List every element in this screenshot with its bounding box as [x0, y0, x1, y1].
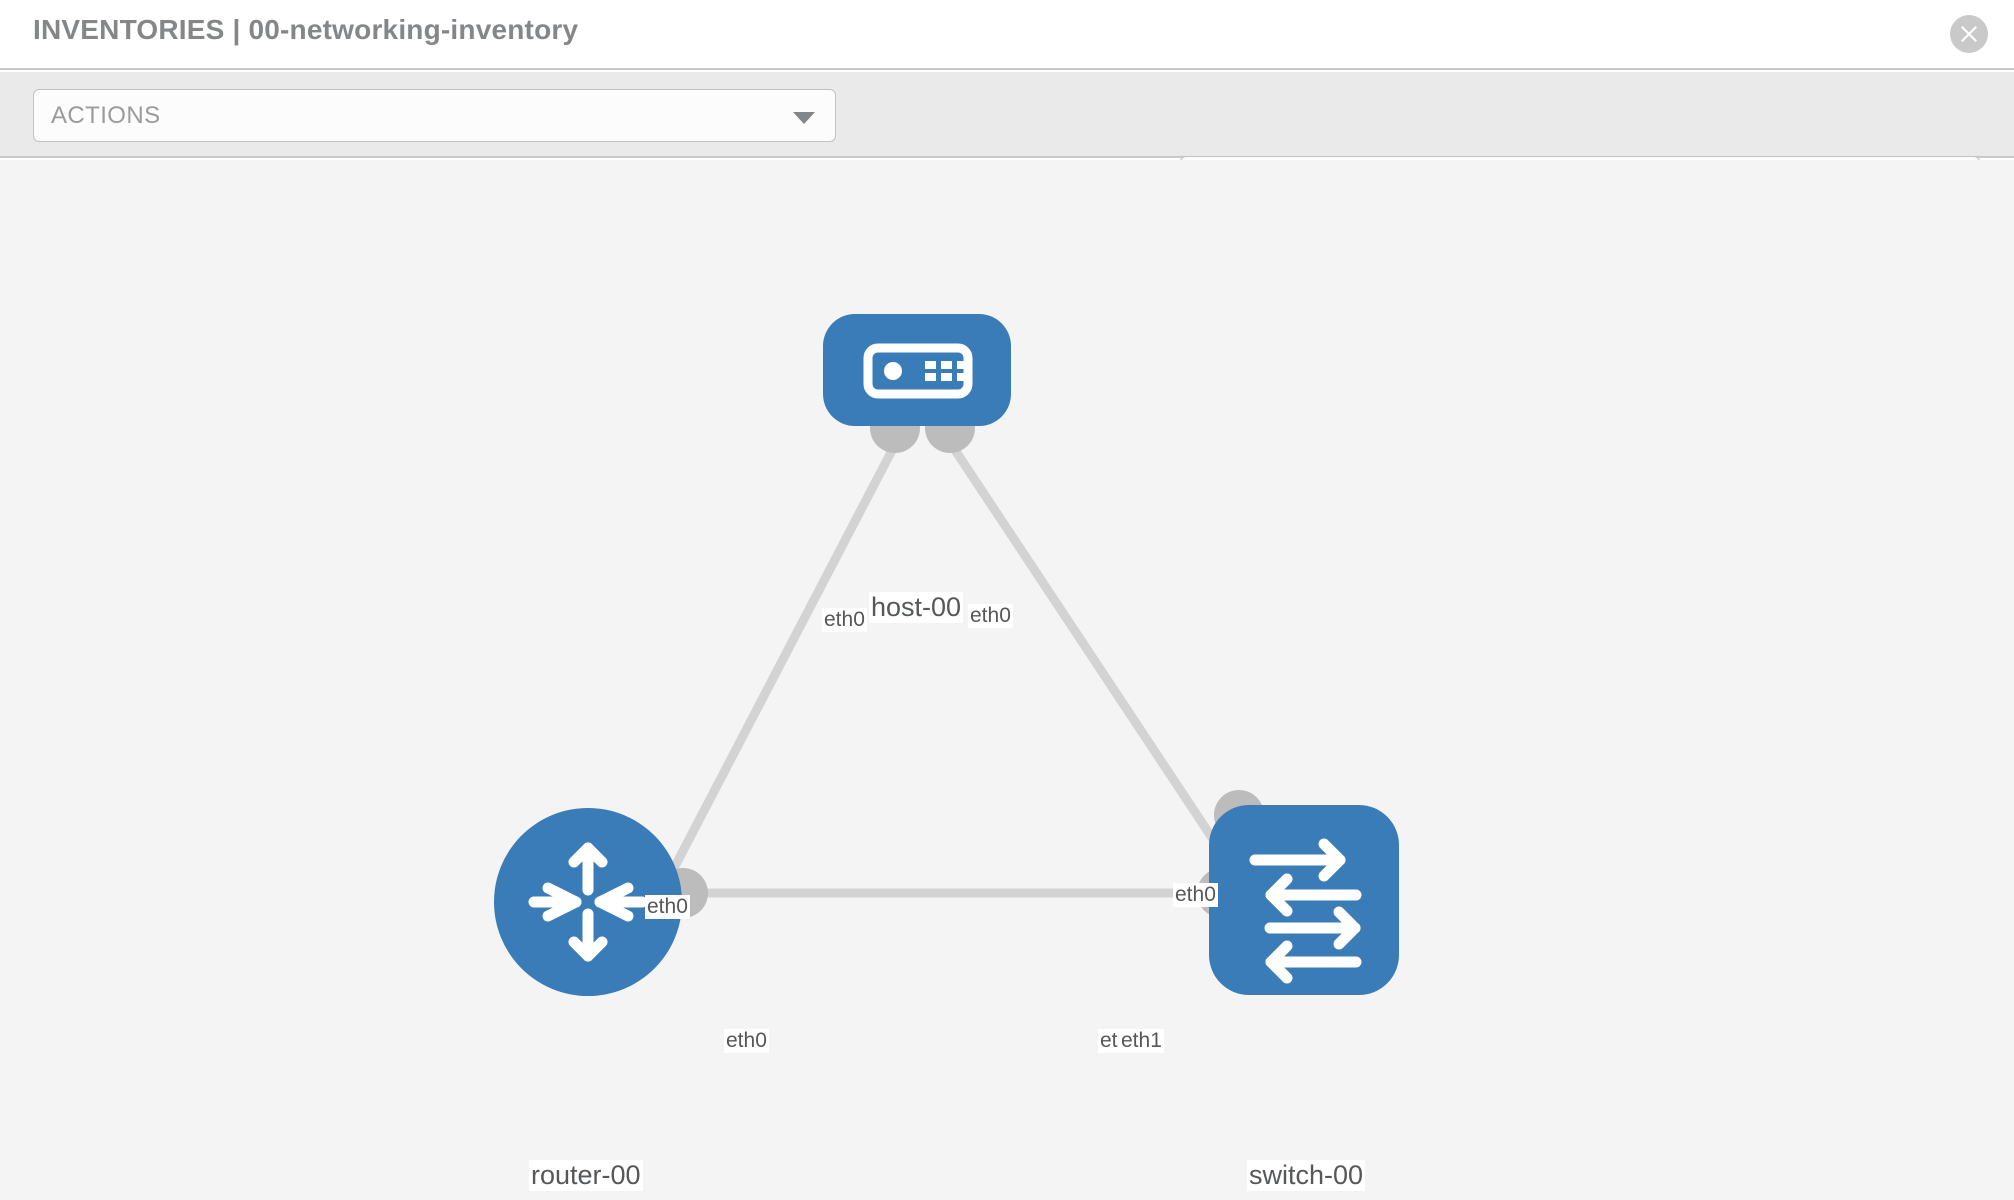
close-x-glyph: [1961, 26, 1977, 42]
page-header: INVENTORIES | 00-networking-inventory: [0, 0, 2014, 70]
link-host-router[interactable]: [656, 432, 904, 898]
edge-label-switch-eth1: eth1: [1119, 1029, 1164, 1053]
edge-label-host-eth0-right: eth0: [968, 604, 1013, 628]
edge-label-router-eth0-up: eth0: [645, 895, 690, 919]
actions-dropdown[interactable]: ACTIONS: [33, 89, 836, 142]
toolbar: ACTIONS SEARCH: [0, 72, 2014, 209]
topology-graph: [494, 314, 1399, 996]
node-label-router-00: router-00: [529, 1160, 643, 1191]
server-device-icon: [863, 343, 973, 399]
node-switch-00[interactable]: [1209, 805, 1399, 995]
switch-arrows-icon: [1249, 838, 1362, 984]
actions-dropdown-label: ACTIONS: [51, 102, 161, 129]
edge-label-switch-eth0-up: eth0: [1173, 883, 1218, 907]
edge-label-router-eth0: eth0: [724, 1029, 769, 1053]
topology-canvas[interactable]: host-00 router-00 switch-00 eth0 eth0 et…: [0, 160, 2014, 1200]
node-label-switch-00: switch-00: [1247, 1160, 1366, 1191]
chevron-down-icon: [793, 112, 815, 124]
page-title: INVENTORIES | 00-networking-inventory: [33, 14, 579, 45]
router-arrows-icon: [528, 842, 648, 962]
close-icon[interactable]: [1950, 15, 1988, 53]
node-host-00[interactable]: [823, 314, 1011, 426]
node-router-00[interactable]: [494, 808, 682, 996]
topology-ports: [658, 403, 1264, 918]
topology-links: [656, 432, 1244, 898]
link-host-switch[interactable]: [941, 432, 1244, 883]
edge-label-host-eth0-left: eth0: [822, 608, 867, 632]
node-label-host-00: host-00: [869, 592, 964, 623]
